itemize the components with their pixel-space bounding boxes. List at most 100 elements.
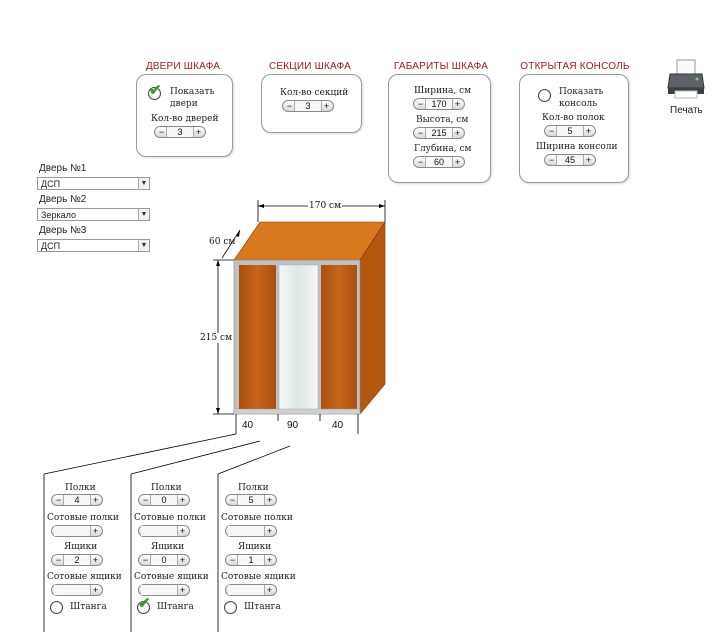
decrement-icon[interactable]: − [55, 555, 62, 565]
decrement-icon[interactable]: − [417, 128, 424, 138]
decrement-icon[interactable]: − [417, 157, 424, 167]
section-1-cell-shelves-stepper[interactable]: + [51, 525, 103, 537]
section-2-shelves-label: Полки [151, 483, 182, 493]
decrement-icon[interactable]: − [158, 127, 165, 137]
door-3-panel [321, 265, 357, 410]
show-doors-label-1: Показать [170, 87, 215, 97]
section-3-shelves-stepper[interactable]: − 5 + [225, 494, 277, 506]
increment-icon[interactable]: + [266, 526, 273, 536]
section-2-shelves-stepper[interactable]: − 0 + [138, 494, 190, 506]
increment-icon[interactable]: + [585, 126, 592, 136]
decrement-icon[interactable]: − [417, 99, 424, 109]
print-label: Печать [670, 105, 703, 116]
section-1-shelves-label: Полки [65, 483, 96, 493]
printer-icon [667, 59, 705, 99]
section-1-width-label: 40 [242, 420, 254, 431]
section-3-cell-shelves-value [228, 526, 265, 536]
increment-icon[interactable]: + [179, 555, 186, 565]
increment-icon[interactable]: + [585, 155, 592, 165]
size-panel-title: ГАБАРИТЫ ШКАФА [393, 61, 489, 72]
door-2-label: Дверь №2 [39, 194, 87, 205]
wardrobe-front [233, 259, 361, 415]
section-1-cell-drawers-stepper[interactable]: + [51, 584, 103, 596]
increment-icon[interactable]: + [266, 495, 273, 505]
door-3-select[interactable]: ДСП▼ [37, 239, 150, 252]
doors-count-label: Кол-во дверей [151, 114, 219, 124]
increment-icon[interactable]: + [454, 128, 461, 138]
section-1-rod-radio[interactable] [50, 601, 63, 614]
door-2-panel [278, 264, 319, 411]
section-2-cell-drawers-stepper[interactable]: + [138, 584, 190, 596]
increment-icon[interactable]: + [92, 555, 99, 565]
doors-count-value: 3 [166, 127, 194, 137]
section-2-cell-shelves-label: Сотовые полки [134, 513, 206, 523]
depth-stepper[interactable]: − 60 + [413, 156, 465, 168]
increment-icon[interactable]: + [266, 585, 273, 595]
section-2-shelves-value: 0 [150, 495, 178, 505]
chevron-down-icon: ▼ [138, 209, 149, 220]
section-1-drawers-label: Ящики [64, 542, 98, 552]
section-3-rod-radio[interactable] [224, 601, 237, 614]
decrement-icon[interactable]: − [142, 495, 149, 505]
height-dimension-label: 215 см [200, 333, 233, 343]
increment-icon[interactable]: + [92, 526, 99, 536]
show-console-radio[interactable] [538, 89, 551, 102]
section-3-width-label: 40 [332, 420, 344, 431]
increment-icon[interactable]: + [179, 526, 186, 536]
section-3-cell-shelves-stepper[interactable]: + [225, 525, 277, 537]
height-value: 215 [425, 128, 453, 138]
section-2-rod-check-icon: ✔ [138, 594, 151, 612]
section-3-drawers-stepper[interactable]: − 1 + [225, 554, 277, 566]
chevron-down-icon: ▼ [138, 240, 149, 251]
section-3-rod-label: Штанга [244, 602, 281, 612]
show-console-label-1: Показать [559, 87, 604, 97]
decrement-icon[interactable]: − [229, 495, 236, 505]
depth-dimension-label: 60 см [209, 237, 236, 247]
doors-panel-title: ДВЕРИ ШКАФА [145, 61, 221, 72]
decrement-icon[interactable]: − [286, 101, 293, 111]
increment-icon[interactable]: + [323, 101, 330, 111]
doors-count-stepper[interactable]: − 3 + [154, 126, 206, 138]
increment-icon[interactable]: + [454, 99, 461, 109]
section-3-cell-drawers-stepper[interactable]: + [225, 584, 277, 596]
section-1-cell-shelves-value [54, 526, 91, 536]
console-width-stepper[interactable]: − 45 + [544, 154, 596, 166]
section-2-width-label: 90 [287, 420, 299, 431]
console-panel-title: ОТКРЫТАЯ КОНСОЛЬ [520, 61, 630, 72]
door-2-value: Зеркало [41, 210, 76, 220]
section-3-drawers-value: 1 [237, 555, 265, 565]
increment-icon[interactable]: + [179, 495, 186, 505]
decrement-icon[interactable]: − [142, 555, 149, 565]
height-stepper[interactable]: − 215 + [413, 127, 465, 139]
increment-icon[interactable]: + [92, 585, 99, 595]
increment-icon[interactable]: + [92, 495, 99, 505]
show-doors-radio[interactable] [148, 87, 161, 100]
decrement-icon[interactable]: − [548, 155, 555, 165]
increment-icon[interactable]: + [266, 555, 273, 565]
section-1-shelves-value: 4 [63, 495, 91, 505]
console-shelves-value: 5 [556, 126, 584, 136]
sections-count-stepper[interactable]: − 3 + [282, 100, 334, 112]
width-label: Ширина, см [414, 86, 472, 96]
print-button[interactable]: Печать [664, 58, 708, 118]
console-shelves-label: Кол-во полок [542, 113, 605, 123]
console-shelves-stepper[interactable]: − 5 + [544, 125, 596, 137]
increment-icon[interactable]: + [179, 585, 186, 595]
decrement-icon[interactable]: − [229, 555, 236, 565]
section-3-drawers-label: Ящики [238, 542, 272, 552]
decrement-icon[interactable]: − [55, 495, 62, 505]
show-doors-label-2: двери [170, 99, 198, 109]
increment-icon[interactable]: + [454, 157, 461, 167]
section-2-cell-shelves-stepper[interactable]: + [138, 525, 190, 537]
section-2-rod-radio[interactable] [137, 601, 150, 614]
section-2-drawers-stepper[interactable]: − 0 + [138, 554, 190, 566]
depth-value: 60 [425, 157, 453, 167]
show-doors-check-icon: ✔ [149, 81, 162, 99]
width-stepper[interactable]: − 170 + [413, 98, 465, 110]
section-1-drawers-stepper[interactable]: − 2 + [51, 554, 103, 566]
door-2-select[interactable]: Зеркало ▼ [37, 208, 150, 221]
decrement-icon[interactable]: − [548, 126, 555, 136]
door-1-select[interactable]: ДСП▼ [37, 177, 150, 190]
section-1-shelves-stepper[interactable]: − 4 + [51, 494, 103, 506]
increment-icon[interactable]: + [195, 127, 202, 137]
